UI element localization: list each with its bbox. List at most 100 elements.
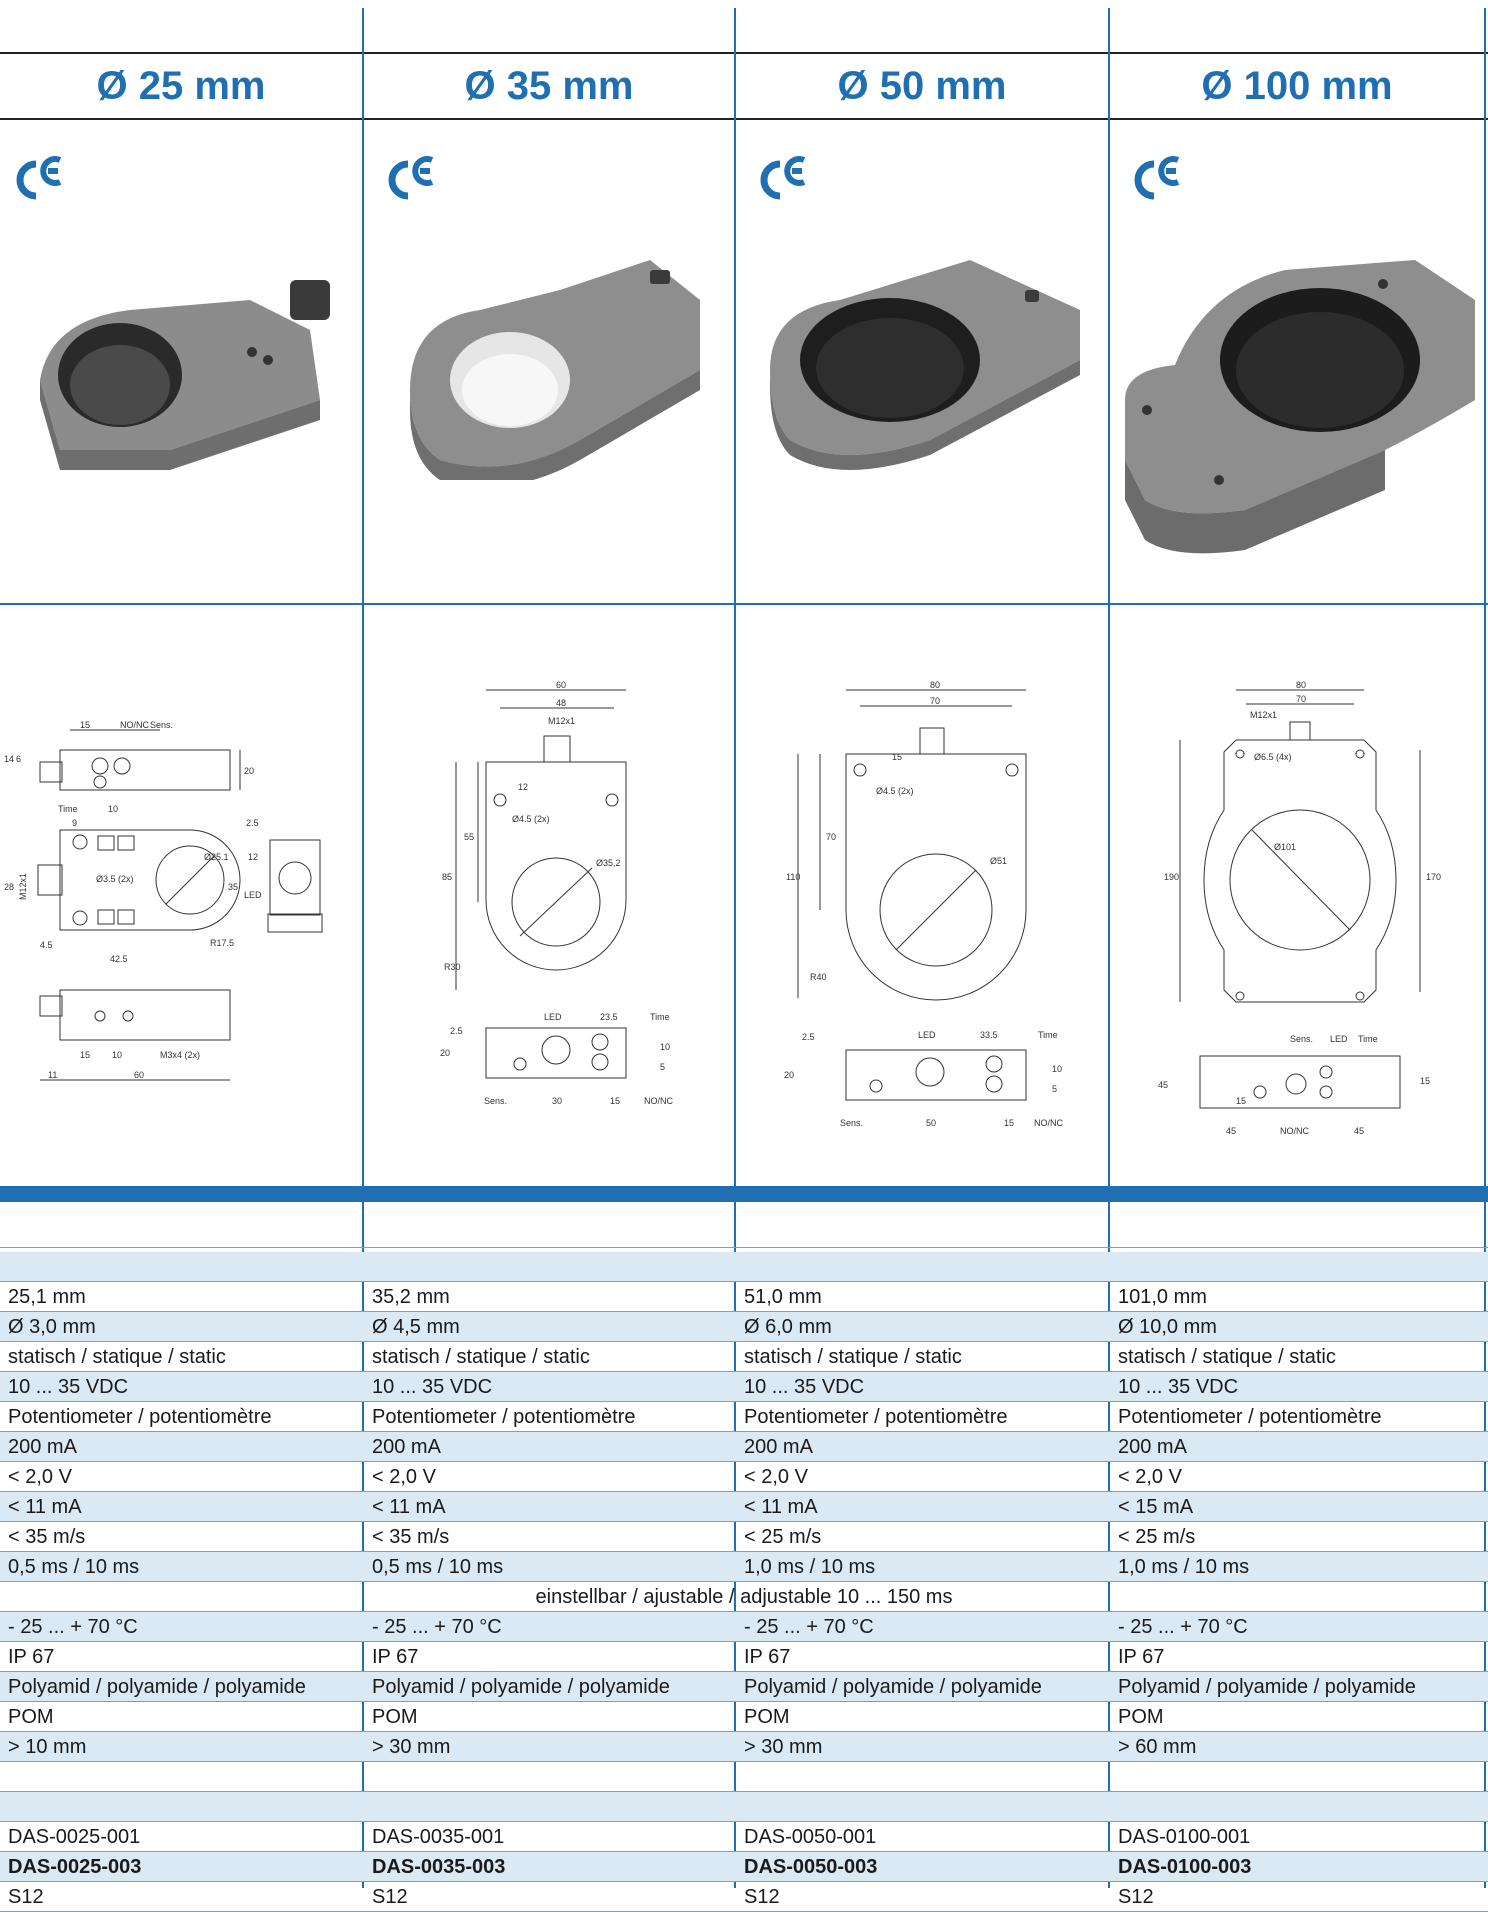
dim-label: 11 — [48, 1070, 57, 1080]
spec-cell: Ø 6,0 mm — [744, 1316, 832, 1338]
spec-cell: < 2,0 V — [744, 1466, 808, 1488]
spec-cell: Polyamid / polyamide / polyamide — [1118, 1676, 1416, 1698]
spec-cell: S12 — [744, 1886, 780, 1908]
spec-cell: IP 67 — [8, 1646, 55, 1668]
dim-label: 35 — [228, 882, 238, 892]
dim-label: NO/NC — [1034, 1118, 1064, 1128]
spec-cell: Ø 4,5 mm — [372, 1316, 460, 1338]
spec-cell: < 35 m/s — [372, 1526, 450, 1548]
spec-cell: < 25 m/s — [1118, 1526, 1196, 1548]
dim-label: 70 — [930, 696, 940, 706]
spec-cell: < 15 mA — [1118, 1496, 1194, 1518]
column-heading-100: Ø 100 mm — [1201, 63, 1393, 108]
spec-cell: 101,0 mm — [1118, 1286, 1207, 1308]
spec-cell: 200 mA — [8, 1436, 77, 1458]
dim-label: Sens. — [484, 1096, 507, 1106]
dim-label: 28 — [4, 882, 14, 892]
dim-label: 10 — [660, 1042, 670, 1052]
drawing-35: 60 48 M12x1 12 55 85 Ø4.5 (2x) Ø35,2 R30… — [440, 680, 674, 1106]
dim-label: 10 — [108, 804, 118, 814]
dim-label: 5 — [1052, 1084, 1057, 1094]
dim-label: 4.5 — [40, 940, 53, 950]
dim-label: 70 — [1296, 694, 1306, 704]
spec-cell: 25,1 mm — [8, 1286, 86, 1308]
dim-label: Time — [1358, 1034, 1378, 1044]
section-band — [0, 1186, 1488, 1202]
ce-mark-icon — [16, 156, 62, 200]
dim-label: Ø35,2 — [596, 858, 621, 868]
dim-label: 10 — [112, 1050, 122, 1060]
spec-cell: Potentiometer / potentiomètre — [8, 1406, 272, 1428]
dim-label: 42.5 — [110, 954, 128, 964]
sensor-photo-35 — [410, 260, 700, 480]
spec-cell: - 25 ... + 70 °C — [1118, 1616, 1248, 1638]
dim-label: R17.5 — [210, 938, 234, 948]
spec-cell: < 2,0 V — [1118, 1466, 1182, 1488]
spec-cell: statisch / statique / static — [8, 1346, 226, 1368]
dim-label: 80 — [930, 680, 940, 690]
dim-label: 12 — [248, 852, 258, 862]
spec-cell: 10 ... 35 VDC — [8, 1376, 129, 1398]
dim-label: Time — [58, 804, 78, 814]
drawing-25: 15 NO/NC Sens. Time 10 14 6 20 9 2.5 Ø25… — [4, 720, 323, 1081]
column-divider — [734, 8, 736, 1888]
right-border — [1484, 8, 1486, 1888]
spec-cell: S12 — [372, 1886, 408, 1908]
spec-cell: 200 mA — [744, 1436, 813, 1458]
spec-cell: Polyamid / polyamide / polyamide — [744, 1676, 1042, 1698]
spec-cell: S12 — [8, 1886, 44, 1908]
dim-label: 60 — [556, 680, 566, 690]
dim-label: 85 — [442, 872, 452, 882]
dim-label: 6 — [16, 754, 21, 764]
spec-cell: DAS-0100-003 — [1118, 1856, 1252, 1878]
spec-cell: 51,0 mm — [744, 1286, 822, 1308]
drawing-50: 80 70 15 Ø4.5 (2x) 70 110 Ø51 R40 2.5 LE… — [784, 680, 1064, 1128]
spec-row: Potentiometer / potentiomètre Potentiomet… — [0, 1402, 1488, 1432]
spec-cell: - 25 ... + 70 °C — [372, 1616, 502, 1638]
spec-row: < 11 mA< 11 mA< 11 mA< 15 mA — [0, 1492, 1488, 1522]
spec-cell: DAS-0025-001 — [8, 1826, 141, 1848]
spec-cell: IP 67 — [744, 1646, 791, 1668]
dim-label: 33.5 — [980, 1030, 998, 1040]
spec-cell: DAS-0100-001 — [1118, 1826, 1251, 1848]
dim-label: NO/NC — [120, 720, 150, 730]
spec-cell: Potentiometer / potentiomètre — [744, 1406, 1008, 1428]
dim-label: 15 — [1004, 1118, 1014, 1128]
photo-divider — [0, 603, 1488, 605]
dim-label: Ø101 — [1274, 842, 1296, 852]
spec-cell: Potentiometer / potentiomètre — [1118, 1406, 1382, 1428]
spec-cell: Ø 3,0 mm — [8, 1316, 96, 1338]
dim-label: 15 — [1236, 1096, 1246, 1106]
spec-row: Polyamid / polyamide / polyamide Polyamid… — [0, 1672, 1488, 1702]
dim-label: 48 — [556, 698, 566, 708]
spec-cell: 200 mA — [1118, 1436, 1187, 1458]
header-top-rule — [0, 52, 1488, 54]
spec-cell: - 25 ... + 70 °C — [8, 1616, 138, 1638]
spec-cell: 10 ... 35 VDC — [372, 1376, 493, 1398]
dim-label: Ø51 — [990, 856, 1007, 866]
dim-label: 15 — [892, 752, 902, 762]
dim-label: M3x4 (2x) — [160, 1050, 200, 1060]
dim-label: Ø3.5 (2x) — [96, 874, 134, 884]
sensor-photo-100 — [1125, 260, 1475, 554]
spec-cell: POM — [1118, 1706, 1164, 1728]
dim-label: Ø4.5 (2x) — [512, 814, 550, 824]
header-bottom-rule — [0, 118, 1488, 120]
dim-label: Time — [1038, 1030, 1058, 1040]
column-divider — [1108, 8, 1110, 1888]
spec-row — [0, 1792, 1488, 1822]
dim-label: 55 — [464, 832, 474, 842]
dim-label: Ø6.5 (4x) — [1254, 752, 1292, 762]
dim-label: NO/NC — [644, 1096, 674, 1106]
dim-label: 170 — [1426, 872, 1441, 882]
dim-label: Time — [650, 1012, 670, 1022]
spec-cell: > 30 mm — [744, 1736, 823, 1758]
dim-label: 15 — [610, 1096, 620, 1106]
spec-cell: Polyamid / polyamide / polyamide — [8, 1676, 306, 1698]
spec-cell: statisch / statique / static — [372, 1346, 590, 1368]
spec-cell: > 60 mm — [1118, 1736, 1197, 1758]
